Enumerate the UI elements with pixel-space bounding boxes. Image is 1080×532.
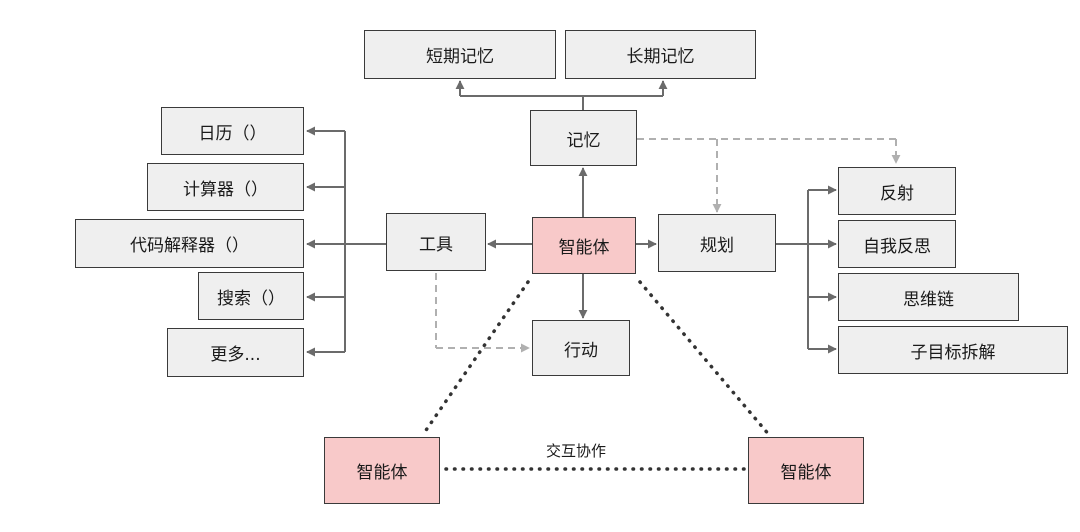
calendar-tool-node: 日历（）	[161, 107, 304, 155]
long-term-memory-node: 长期记忆	[565, 30, 756, 79]
memory-to-stores-connector	[455, 80, 668, 110]
tools-to-list-connector	[306, 126, 386, 357]
agent-right-node: 智能体	[748, 437, 864, 504]
collaboration-dotted-lines	[420, 280, 772, 471]
more-tools-node: 更多...	[167, 328, 304, 377]
chain-of-thought-node: 思维链	[838, 273, 1019, 321]
agent-node: 智能体	[532, 217, 636, 274]
code-interpreter-tool-node: 代码解释器（）	[75, 219, 304, 268]
search-tool-node: 搜索（）	[198, 272, 304, 320]
calculator-tool-node: 计算器（）	[147, 163, 304, 211]
planning-to-list-connector	[776, 185, 837, 354]
short-term-memory-node: 短期记忆	[364, 30, 556, 79]
agent-left-node: 智能体	[324, 437, 440, 504]
action-node: 行动	[532, 320, 630, 376]
planning-node: 规划	[658, 214, 776, 272]
tools-node: 工具	[386, 213, 486, 271]
tools-to-action-dashed-arrow	[435, 273, 530, 353]
memory-feedback-dashed-arrow	[637, 138, 901, 213]
self-critique-node: 自我反思	[838, 220, 956, 268]
collaboration-label: 交互协作	[546, 442, 607, 460]
reflection-node: 反射	[838, 167, 956, 215]
subgoal-decomposition-node: 子目标拆解	[838, 326, 1068, 374]
memory-node: 记忆	[530, 110, 637, 166]
